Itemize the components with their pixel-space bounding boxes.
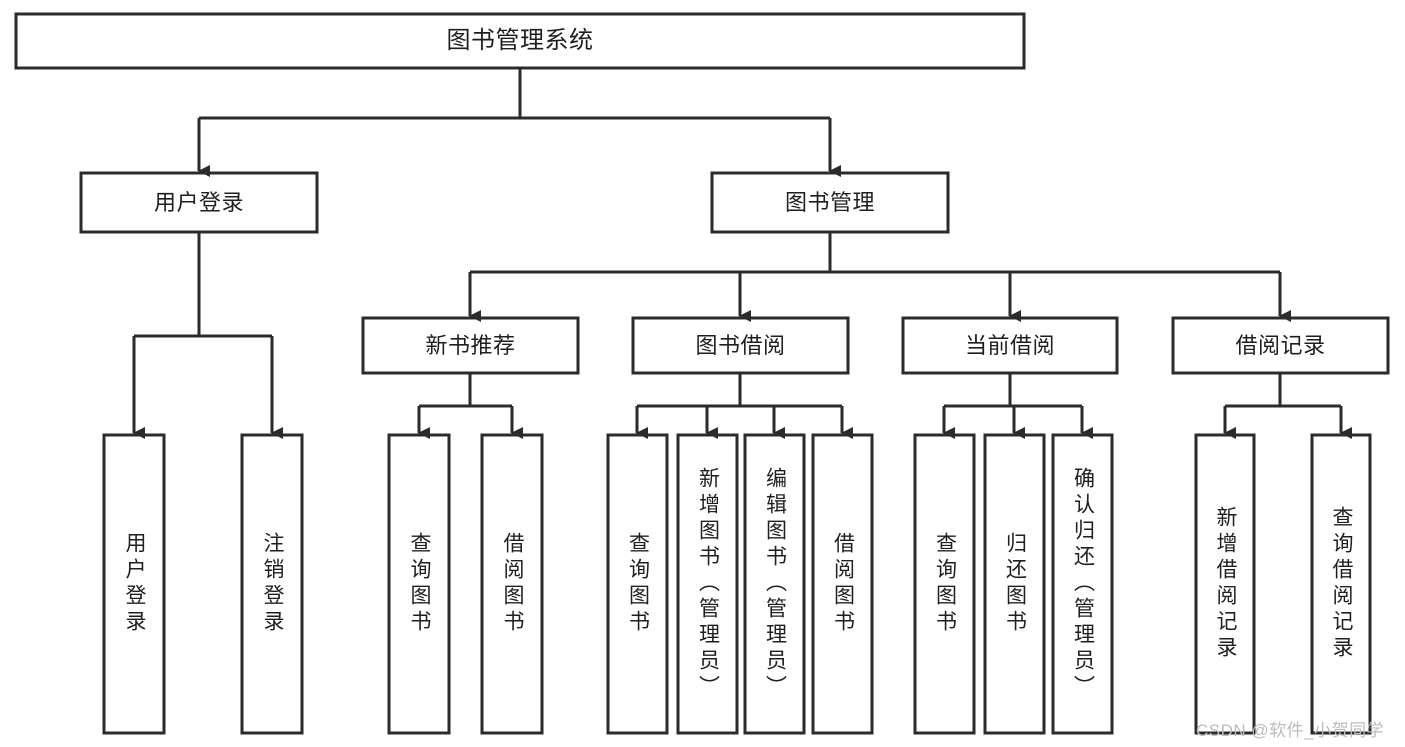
node-box-new-book-recommend[interactable] [361, 316, 580, 375]
node-box-leaf-confirm-return[interactable] [1051, 433, 1114, 735]
node-box-borrow-record[interactable] [1171, 316, 1390, 375]
node-box-leaf-query-record[interactable] [1310, 433, 1372, 735]
node-box-leaf-user-login[interactable] [102, 433, 166, 735]
node-box-leaf-return-book[interactable] [983, 433, 1046, 735]
node-box-leaf-borrow-book-2[interactable] [811, 433, 874, 735]
node-box-book-management[interactable] [710, 171, 950, 234]
node-box-root[interactable] [14, 12, 1026, 70]
node-box-leaf-add-record[interactable] [1194, 433, 1256, 735]
node-box-leaf-logout-login[interactable] [240, 433, 304, 735]
node-box-leaf-add-book[interactable] [676, 433, 739, 735]
node-box-current-borrow[interactable] [901, 316, 1119, 375]
node-box-leaf-query-book-1[interactable] [387, 433, 451, 735]
node-box-leaf-query-book-3[interactable] [913, 433, 976, 735]
node-box-leaf-query-book-2[interactable] [606, 433, 669, 735]
csdn-watermark: CSDN @软件_小贺同学 [1196, 721, 1385, 740]
node-box-user-login[interactable] [79, 171, 319, 234]
node-box-leaf-borrow-book-1[interactable] [480, 433, 544, 735]
node-box-leaf-edit-book[interactable] [743, 433, 806, 735]
node-box-book-borrow[interactable] [631, 316, 850, 375]
